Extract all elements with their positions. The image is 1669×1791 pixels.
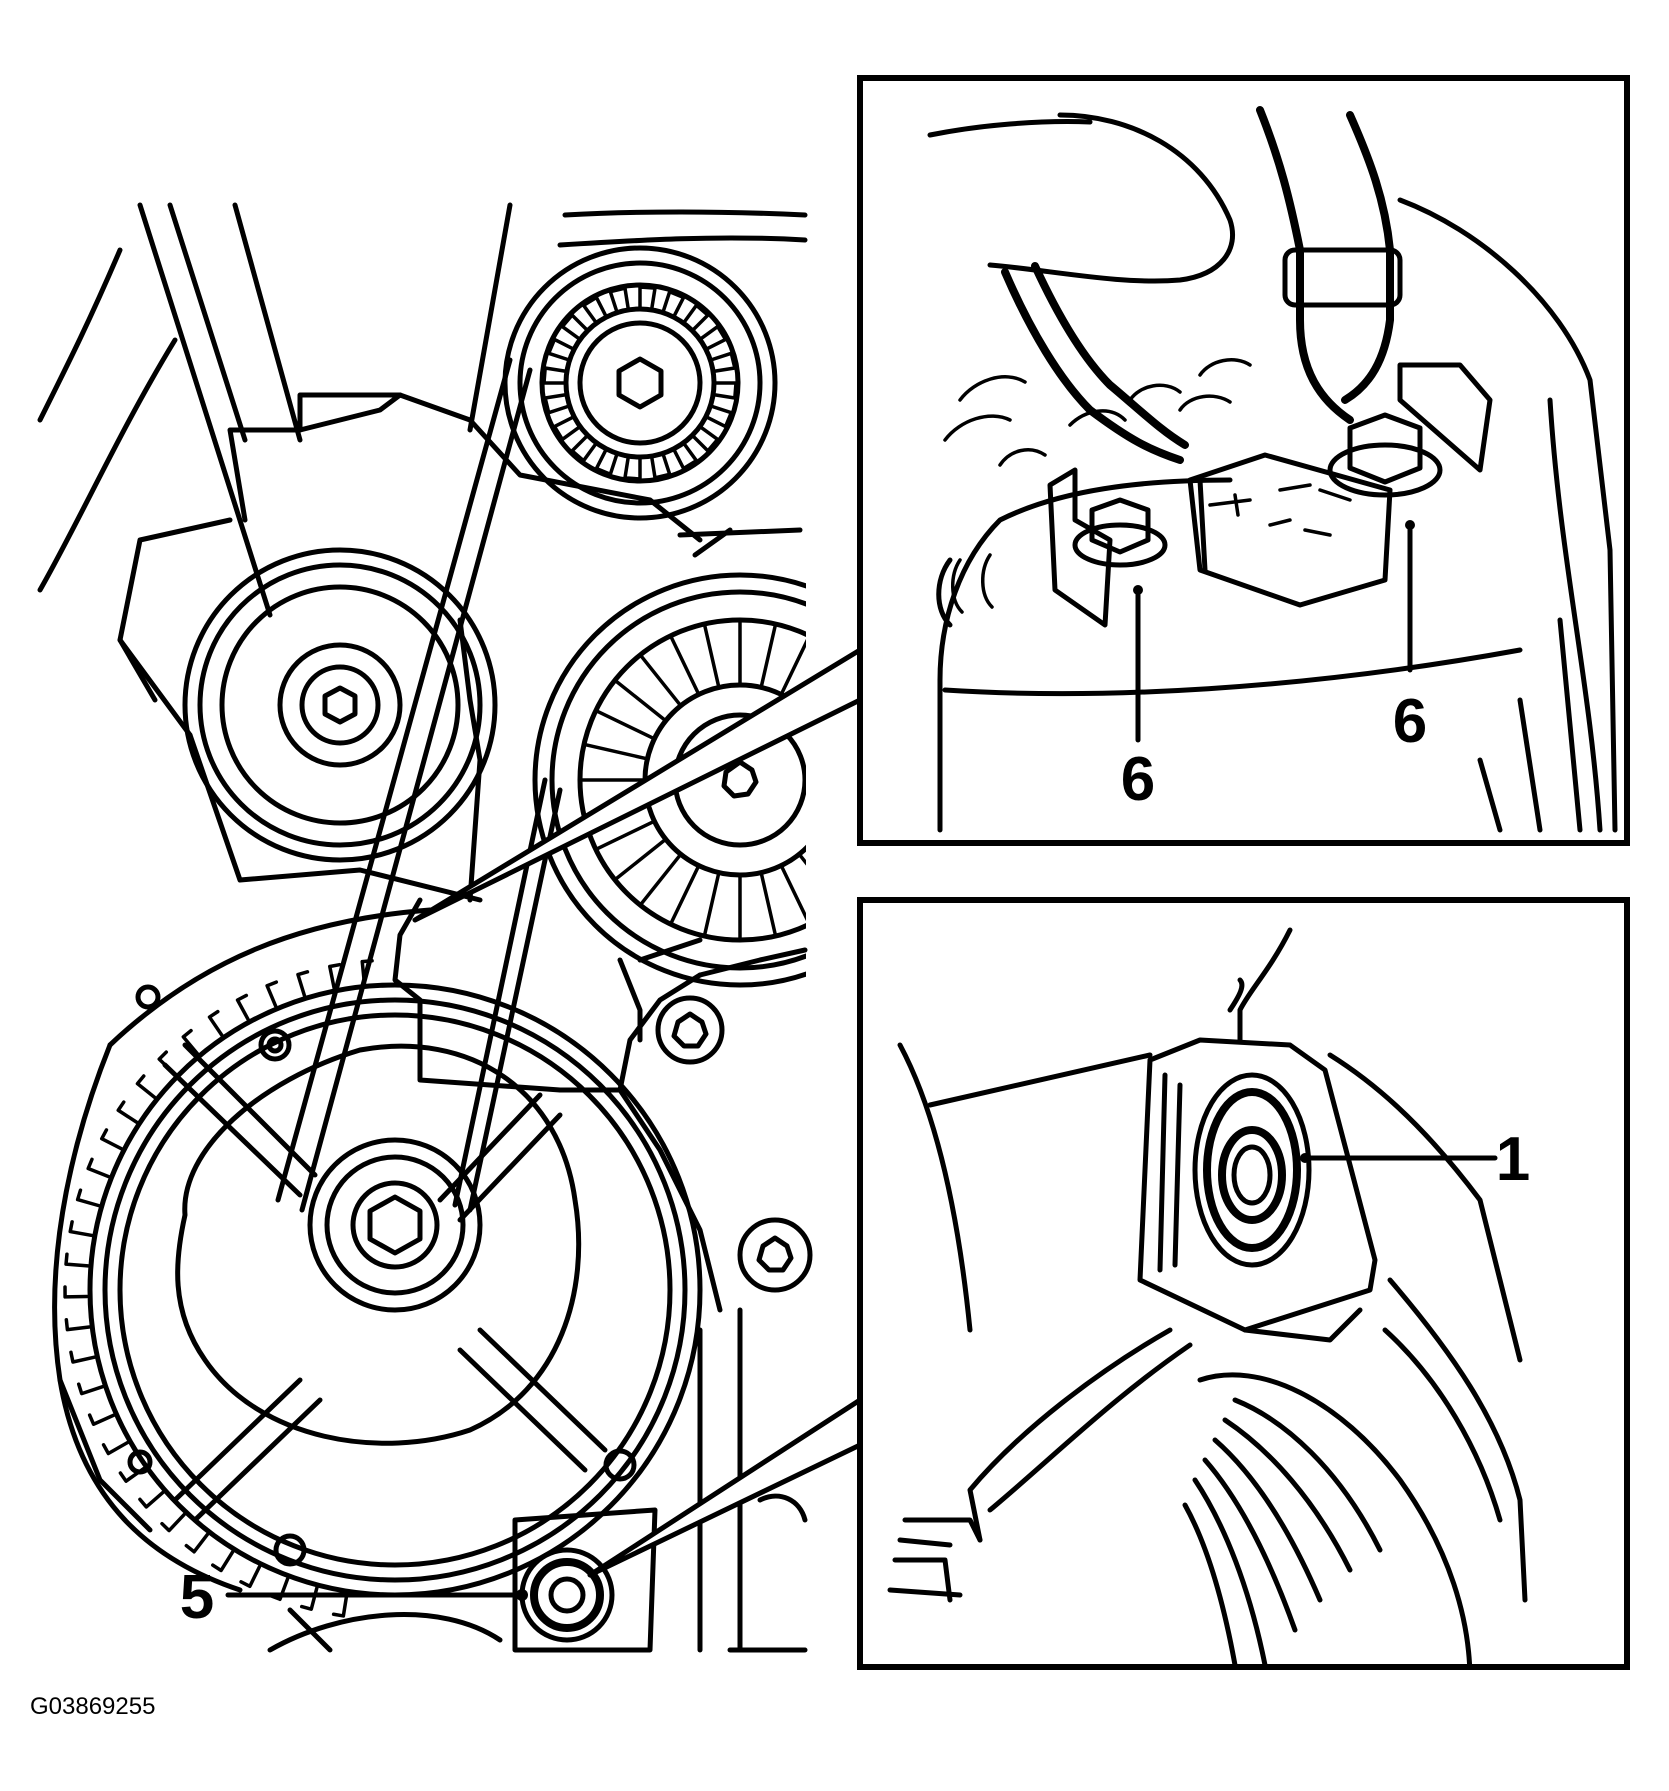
top-idler-pulley xyxy=(502,245,778,521)
housing-tick xyxy=(101,1440,130,1456)
figure-id-label: G03869255 xyxy=(30,1693,155,1720)
housing-tick xyxy=(87,1413,116,1426)
pulley-rib xyxy=(584,743,648,761)
housing-tick xyxy=(184,1532,210,1554)
pulley-rib xyxy=(798,854,806,866)
idler-tooth xyxy=(705,404,734,429)
pulley-rib xyxy=(780,865,806,922)
inset-pointers xyxy=(412,647,863,1578)
crank-pulley-housing xyxy=(52,907,703,1618)
idler-tooth xyxy=(608,286,630,313)
housing-tick xyxy=(76,1382,105,1396)
idler-tooth xyxy=(543,393,570,415)
pulley-rib xyxy=(703,872,721,936)
pulley-rib xyxy=(595,709,655,740)
housing-tick xyxy=(296,970,310,998)
housing-tick xyxy=(360,959,374,986)
pulley-rib xyxy=(614,838,666,881)
lower-right-bracket xyxy=(637,937,813,1653)
idler-tooth xyxy=(682,303,710,332)
housing-tick xyxy=(75,1188,101,1208)
idler-tooth xyxy=(552,415,581,442)
idler-tooth xyxy=(581,295,608,324)
housing-tick xyxy=(211,1550,235,1573)
callout-5: 5 xyxy=(180,1563,214,1632)
housing-tick xyxy=(69,1350,97,1364)
idler-tooth xyxy=(699,324,728,351)
idler-tooth xyxy=(650,453,672,480)
idler-tooth xyxy=(570,434,598,463)
pulley-rib xyxy=(639,654,682,706)
pulley-rib xyxy=(614,679,666,722)
inset-top-detail: 6 6 xyxy=(857,75,1630,846)
pulley-rib xyxy=(669,865,700,925)
idler-tooth xyxy=(594,448,619,477)
housing-tick xyxy=(64,1318,91,1332)
callout-6-right: 6 xyxy=(1393,687,1427,756)
callout-5-group: 5 xyxy=(180,1563,528,1632)
crank-bolt-icon xyxy=(367,1194,423,1256)
pulley-rib xyxy=(780,638,806,695)
tensioner-pulley xyxy=(182,547,498,863)
idler-tooth xyxy=(546,337,575,362)
housing-tick xyxy=(100,1128,124,1151)
bracket-torx-bolt-lower-icon xyxy=(756,1235,794,1273)
pulley-rib xyxy=(639,854,682,906)
housing-tick xyxy=(235,993,250,1022)
housing-tick xyxy=(68,1220,94,1238)
pulley-rib xyxy=(759,624,777,688)
housing-tick xyxy=(63,1285,89,1299)
pulley-rib xyxy=(759,872,777,936)
housing-tick xyxy=(181,1028,200,1056)
housing-tick xyxy=(239,1564,262,1589)
pulley-rib xyxy=(595,820,655,851)
ribbed-pulley xyxy=(532,572,864,988)
idler-tooth xyxy=(623,456,642,481)
idler-tooth xyxy=(638,285,657,310)
housing-tick xyxy=(207,1009,224,1038)
bracket-torx-bolt-upper-icon xyxy=(671,1011,709,1049)
inset-bottom-detail: 1 xyxy=(857,897,1630,1670)
idler-tooth xyxy=(542,366,567,385)
pulley-rib xyxy=(816,840,864,878)
tensioner-bolt-icon xyxy=(322,685,358,725)
housing-tick xyxy=(160,1512,186,1533)
idler-tooth xyxy=(713,381,738,400)
drive-belt xyxy=(275,357,563,1213)
callout-1: 1 xyxy=(1496,1125,1530,1194)
housing-tick xyxy=(116,1100,139,1125)
housing-tick xyxy=(331,1592,349,1618)
bottom-bolt-area xyxy=(267,1507,658,1653)
housing-tick xyxy=(64,1252,90,1268)
idler-tooth xyxy=(560,313,589,341)
main-engine-view xyxy=(37,202,864,1653)
top-idler-bolt-icon xyxy=(616,356,664,410)
pulley-rib xyxy=(703,624,721,688)
housing-tick xyxy=(138,1490,165,1509)
housing-tick xyxy=(86,1157,111,1179)
pulley-rib xyxy=(669,635,700,695)
idler-tooth xyxy=(691,425,720,453)
idler-tooth xyxy=(710,351,737,373)
idler-tooth xyxy=(672,442,699,471)
housing-tick xyxy=(299,1586,319,1611)
housing-tick xyxy=(135,1074,157,1100)
housing-tick xyxy=(328,962,342,990)
housing-tick xyxy=(265,980,279,1008)
idler-tooth xyxy=(661,289,686,318)
callout-6-left: 6 xyxy=(1121,745,1155,814)
ribbed-pulley-torx-icon xyxy=(721,759,759,799)
